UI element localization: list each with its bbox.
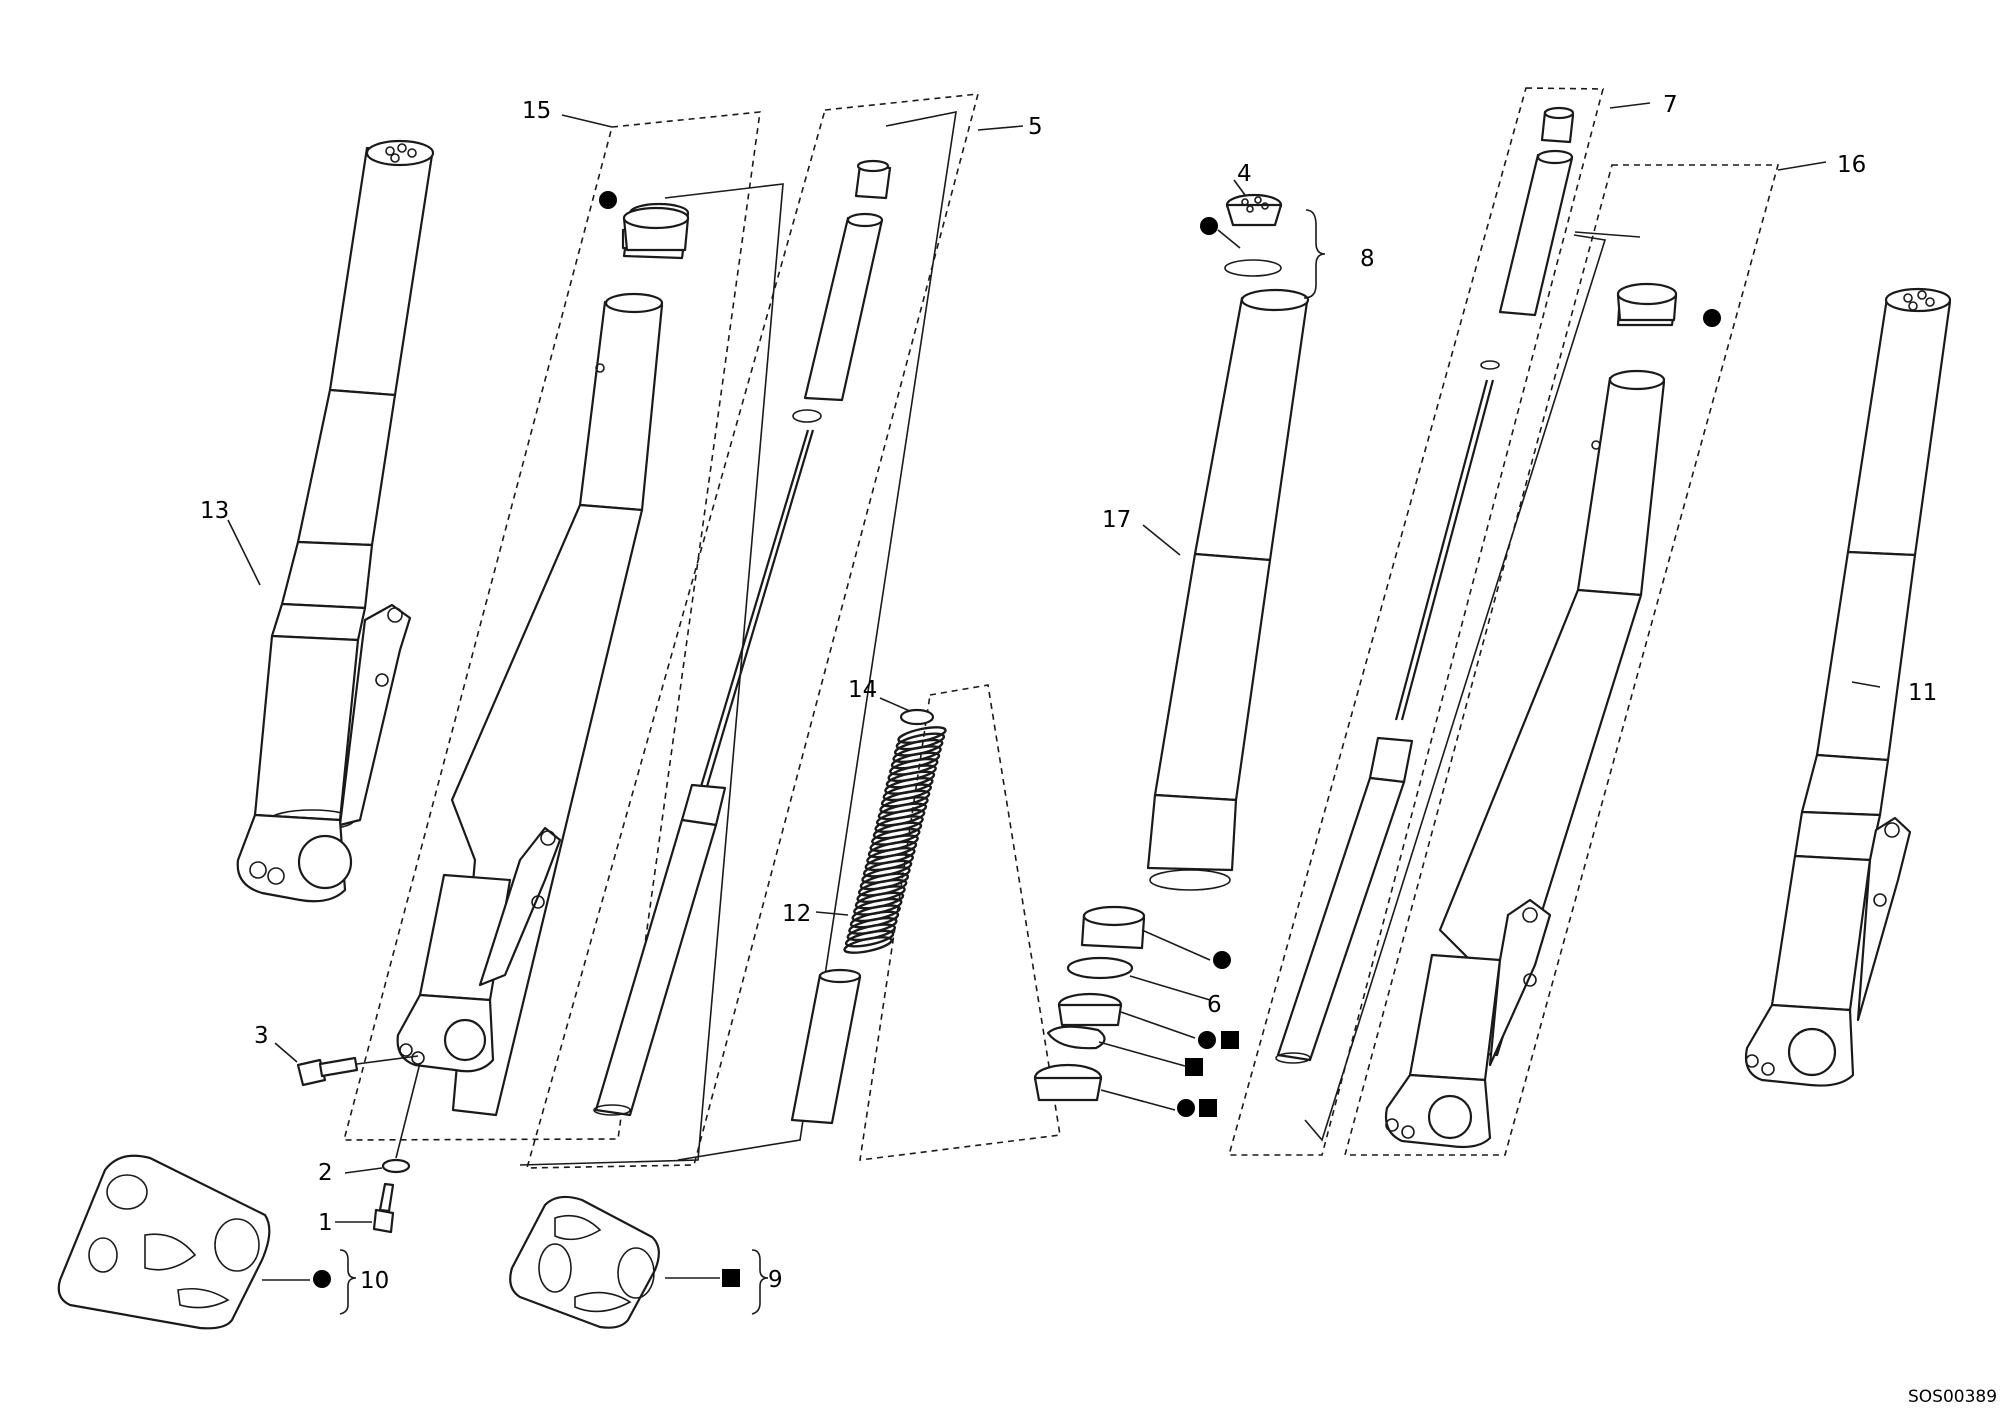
screw-1 <box>372 1182 395 1234</box>
callout-13: 13 <box>200 498 229 524</box>
leader-cup <box>1120 1011 1196 1039</box>
leader-15 <box>561 114 613 128</box>
callout-16: 16 <box>1837 152 1866 178</box>
callout-11: 11 <box>1908 680 1937 706</box>
leader-7 <box>1609 102 1651 109</box>
leader-3 <box>274 1042 298 1063</box>
leader-bush-lower <box>1141 929 1211 961</box>
outer-tube-16 <box>1384 284 1678 1149</box>
leader-17 <box>1142 524 1181 556</box>
callout-3: 3 <box>254 1023 269 1049</box>
spacer-tube <box>790 973 862 1125</box>
callout-14: 14 <box>848 677 877 703</box>
leader-14 <box>879 697 913 713</box>
circle-marker-6a <box>1213 951 1231 969</box>
square-marker-9 <box>722 1269 740 1287</box>
callout-9: 9 <box>768 1267 783 1293</box>
lower-parts-stack <box>1033 905 1146 1102</box>
leader-2-target <box>395 1062 421 1159</box>
group-14-outline <box>859 684 1061 1161</box>
leader-12 <box>815 911 849 916</box>
leader-seal <box>1100 1089 1176 1111</box>
damper-cartridge-5 <box>593 159 892 1117</box>
square-marker-seal <box>1199 1099 1217 1117</box>
fork-assembly-right <box>1744 287 1952 1087</box>
spring-12 <box>899 708 935 726</box>
group-7-outline <box>1227 87 1605 1156</box>
callout-7: 7 <box>1663 92 1678 118</box>
callout-12: 12 <box>782 901 811 927</box>
leader-6 <box>1129 975 1211 1001</box>
screw-3 <box>296 1056 359 1087</box>
circle-marker-cup <box>1198 1031 1216 1049</box>
seal-kit-9 <box>509 1195 660 1329</box>
group-16-outline <box>1343 164 1780 1156</box>
leader-3-target <box>356 1055 419 1065</box>
leader-oring-8 <box>1217 229 1241 249</box>
seal-kit-10 <box>57 1154 271 1330</box>
brace-9 <box>751 1249 769 1315</box>
spring-coils <box>843 726 947 954</box>
callout-6: 6 <box>1207 992 1222 1018</box>
leader-5 <box>977 125 1024 131</box>
washer-2 <box>381 1158 411 1174</box>
damper-cartridge-7 <box>1275 106 1575 1064</box>
callout-2: 2 <box>318 1160 333 1186</box>
circle-marker-oring <box>1200 217 1218 235</box>
brace-10 <box>339 1249 357 1315</box>
brace-8 <box>1303 209 1326 299</box>
outer-tube-15 <box>396 202 690 1117</box>
spring-coil <box>844 929 895 948</box>
callout-1: 1 <box>318 1210 333 1236</box>
callout-5: 5 <box>1028 114 1043 140</box>
circle-marker-bushing-16 <box>1703 309 1721 327</box>
callout-10: 10 <box>360 1268 389 1294</box>
top-cap-4 <box>1224 193 1283 277</box>
leader-clip <box>1098 1041 1186 1067</box>
leader-4 <box>1233 179 1246 196</box>
leader-16 <box>1777 161 1827 171</box>
square-marker-clip <box>1185 1058 1203 1076</box>
callout-8: 8 <box>1360 246 1375 272</box>
callout-15: 15 <box>522 98 551 124</box>
callout-4: 4 <box>1237 161 1252 187</box>
fork-tube-17 <box>1146 288 1310 891</box>
drawing-code: SOS00389 <box>1908 1387 1997 1407</box>
spring-coil <box>843 936 893 954</box>
circle-marker-bushing <box>599 191 617 209</box>
leader-13 <box>227 519 261 586</box>
fork-assembly-left <box>236 139 435 903</box>
group-5-outline <box>525 93 980 1169</box>
circle-marker-seal <box>1177 1099 1195 1117</box>
square-marker-cup <box>1221 1031 1239 1049</box>
circle-marker-10 <box>313 1270 331 1288</box>
group-15-outline <box>342 111 761 1141</box>
leader-11 <box>1851 681 1881 688</box>
leader-2 <box>344 1167 383 1174</box>
callout-17: 17 <box>1102 507 1131 533</box>
